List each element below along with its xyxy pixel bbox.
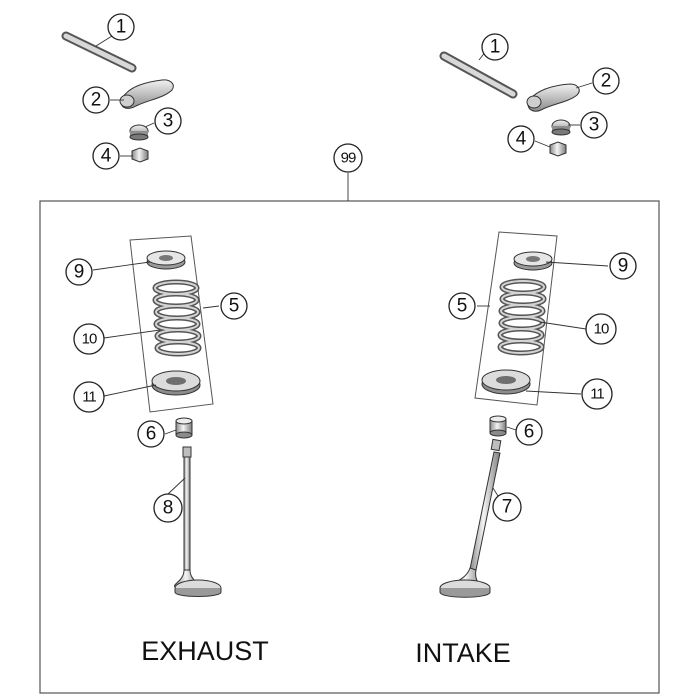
rocker-shaft-left [61,31,137,73]
svg-text:9: 9 [618,256,629,277]
callout-rocker-shaft-left: 1 [107,13,135,41]
svg-text:1: 1 [116,17,127,38]
svg-text:4: 4 [516,129,527,150]
spring-retainer-left [146,250,186,270]
callout-valve-group: 99 [333,143,363,173]
valve-spring-left [152,279,202,357]
valve-stem-seal-left [175,417,193,439]
svg-text:11: 11 [82,389,96,406]
svg-text:10: 10 [82,331,97,348]
svg-text:6: 6 [524,422,535,443]
valve-stem-seal-right [489,415,507,437]
svg-text:7: 7 [502,497,513,518]
intake-valve [439,438,502,598]
svg-text:6: 6 [146,424,157,445]
svg-text:5: 5 [229,296,240,317]
svg-text:1: 1 [490,37,501,58]
adjuster-nut-left [131,147,149,163]
svg-text:10: 10 [594,321,609,338]
spring-retainer-right [513,251,553,271]
callout-spring-seat-right: 11 [581,378,613,410]
callout-valve-spring-left: 10 [73,323,105,355]
svg-text:2: 2 [91,90,102,111]
spring-seat-left [151,370,201,396]
svg-text:99: 99 [341,150,356,167]
caption-intake: INTAKE [415,638,511,668]
callout-intake-valve: 7 [492,492,522,522]
callout-cap-left: 3 [154,107,182,135]
rocker-arm-left [119,79,174,109]
callout-rocker-shaft-right: 1 [481,33,509,61]
svg-text:3: 3 [589,115,600,136]
cap-left [129,124,149,141]
svg-text:4: 4 [101,146,112,167]
callout-spring-seat-left: 11 [73,381,105,413]
callout-rocker-arm-left: 2 [82,86,110,114]
rocker-arm-right [526,83,580,112]
spring-set-box-left [129,235,214,413]
exhaust-valve [174,446,222,597]
callout-spring-set-left: 5 [220,292,248,320]
spring-seat-right [481,369,531,395]
valve-group-frame [39,200,660,694]
cap-right [551,119,571,136]
callout-rocker-arm-right: 2 [592,67,620,95]
callout-adjuster-nut-left: 4 [92,142,120,170]
svg-text:3: 3 [163,111,174,132]
callout-valve-stem-seal-left: 6 [137,420,165,448]
callout-valve-spring-right: 10 [585,313,617,345]
svg-text:5: 5 [457,296,468,317]
svg-text:8: 8 [163,498,174,519]
callout-cap-right: 3 [580,111,608,139]
rocker-shaft-right [439,51,518,99]
callout-adjuster-nut-right: 4 [507,125,535,153]
callout-exhaust-valve: 8 [153,493,183,523]
caption-exhaust: EXHAUST [141,636,269,666]
callout-spring-set-right: 5 [448,292,476,320]
svg-text:2: 2 [601,71,612,92]
valve-spring-right [497,278,547,356]
svg-text:9: 9 [74,262,85,283]
callout-spring-retainer-right: 9 [609,252,637,280]
svg-text:11: 11 [590,386,604,403]
adjuster-nut-right [549,141,567,157]
callout-valve-stem-seal-right: 6 [515,418,543,446]
callout-spring-retainer-left: 9 [65,258,93,286]
spring-set-box-right [474,231,558,406]
